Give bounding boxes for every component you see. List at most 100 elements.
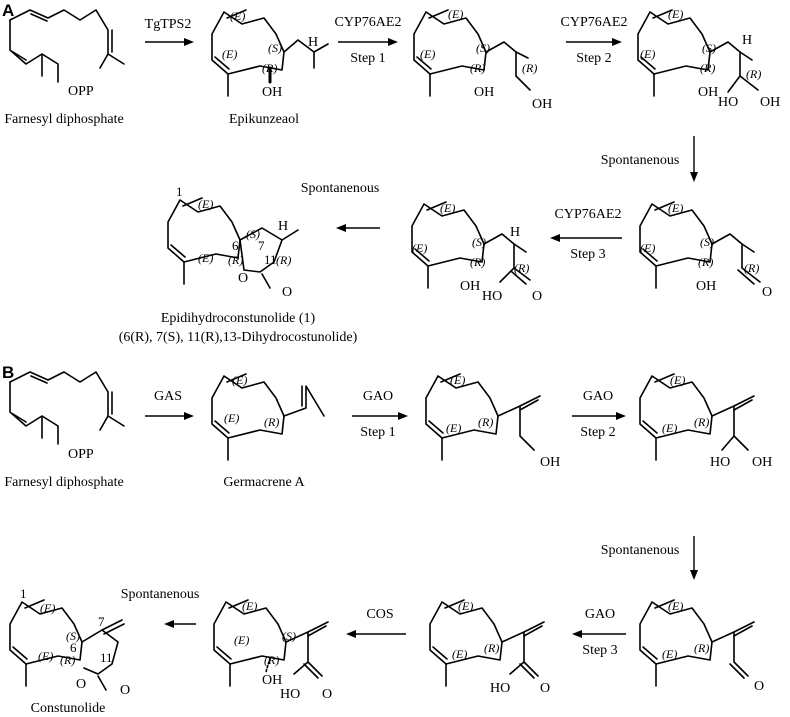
stereo-e: (E) xyxy=(230,9,245,23)
stereo-e: (E) xyxy=(452,647,467,661)
stereo-s: (S) xyxy=(268,41,282,55)
h-label: H xyxy=(742,33,752,48)
o-label: O xyxy=(762,285,772,300)
intermediate-a3-structure xyxy=(637,9,759,97)
ho-label: HO xyxy=(280,687,300,702)
h-label: H xyxy=(510,225,520,240)
o-label: O xyxy=(120,683,130,698)
stereo-s: (S) xyxy=(472,235,486,249)
panel-label-b: B xyxy=(2,363,14,382)
fpp-structure-a xyxy=(9,9,125,83)
arrow-a5-top: CYP76AE2 xyxy=(555,207,622,222)
o-label: O xyxy=(540,681,550,696)
ho-label: HO xyxy=(490,681,510,696)
oh-label: OH xyxy=(698,85,718,100)
arrow-b6-label: COS xyxy=(366,607,393,622)
intermediate-b6-structure xyxy=(213,599,329,687)
stereo-e: (E) xyxy=(640,47,655,61)
stereo-r: (R) xyxy=(470,255,485,269)
o-label: O xyxy=(282,285,292,300)
stereo-s: (S) xyxy=(702,41,716,55)
stereo-e: (E) xyxy=(458,599,473,613)
o-label: O xyxy=(322,687,332,702)
arrow-a2-top: CYP76AE2 xyxy=(335,15,402,30)
arrow-b1: GAS xyxy=(145,389,194,420)
arrow-b5-bottom: Step 3 xyxy=(582,643,617,658)
arrow-b3-top: GAO xyxy=(583,389,613,404)
intermediate-a5-structure xyxy=(411,201,531,289)
o-label: O xyxy=(238,271,248,286)
stereo-e: (E) xyxy=(412,241,427,255)
germacrene-a-structure xyxy=(211,373,325,461)
arrow-a5-bottom: Step 3 xyxy=(570,247,605,262)
stereo-r: (R) xyxy=(700,61,715,75)
oh-label: OH xyxy=(474,85,494,100)
oh-label: OH xyxy=(752,455,772,470)
arrow-a3: CYP76AE2 Step 2 xyxy=(561,15,628,66)
stereo-e: (E) xyxy=(38,649,53,663)
o-label: O xyxy=(76,677,86,692)
stereo-e: (E) xyxy=(670,373,685,387)
oh-label: OH xyxy=(262,85,282,100)
stereo-e: (E) xyxy=(222,47,237,61)
epikunzeaol-name: Epikunzeaol xyxy=(229,112,299,127)
arrow-a6-label: Spontanenous xyxy=(301,181,380,196)
stereo-e: (E) xyxy=(668,7,683,21)
arrow-b2-top: GAO xyxy=(363,389,393,404)
arrow-a2: CYP76AE2 Step 1 xyxy=(335,15,402,66)
stereo-s: (S) xyxy=(66,629,80,643)
oh-label: OH xyxy=(460,279,480,294)
arrow-a4: Spontanenous xyxy=(601,136,698,182)
stereo-e: (E) xyxy=(232,373,247,387)
ho-label: HO xyxy=(710,455,730,470)
stereo-e: (E) xyxy=(420,47,435,61)
arrow-b2: GAO Step 1 xyxy=(352,389,408,440)
intermediate-a2-structure xyxy=(413,9,531,97)
stereo-r: (R) xyxy=(228,253,243,267)
epidihydroconstunolide-name: Epidihydroconstunolide (1) xyxy=(161,311,316,326)
stereo-r: (R) xyxy=(264,415,279,429)
arrow-a3-bottom: Step 2 xyxy=(576,51,611,66)
stereo-s: (S) xyxy=(700,235,714,249)
arrow-a4-label: Spontanenous xyxy=(601,153,680,168)
ho-label: HO xyxy=(482,289,502,304)
arrow-a5: CYP76AE2 Step 3 xyxy=(550,207,622,262)
arrow-a6: Spontanenous xyxy=(301,181,380,232)
stereo-e: (E) xyxy=(668,599,683,613)
arrow-a2-bottom: Step 1 xyxy=(350,51,385,66)
epikunzeaol-structure xyxy=(211,9,329,97)
h-label: H xyxy=(308,35,318,50)
constunolide-structure xyxy=(9,599,125,691)
stereo-e: (E) xyxy=(450,373,465,387)
stereo-e: (E) xyxy=(40,601,55,615)
o-label: O xyxy=(754,679,764,694)
stereo-r: (R) xyxy=(744,261,759,275)
opp-label-a: OPP xyxy=(68,84,94,99)
oh-label: OH xyxy=(696,279,716,294)
carbon-11-label: 11 xyxy=(264,252,277,267)
opp-label-b: OPP xyxy=(68,447,94,462)
arrow-b6: COS xyxy=(346,607,406,638)
stereo-r: (R) xyxy=(60,653,75,667)
arrow-b2-bottom: Step 1 xyxy=(360,425,395,440)
fpp-name-b: Farnesyl diphosphate xyxy=(4,475,123,490)
stereo-e: (E) xyxy=(242,599,257,613)
arrow-a1: TgTPS2 xyxy=(145,17,194,46)
stereo-r: (R) xyxy=(522,61,537,75)
stereo-e: (E) xyxy=(234,633,249,647)
stereo-e: (E) xyxy=(662,647,677,661)
intermediate-b3-structure xyxy=(639,373,755,461)
carbon-1-label: 1 xyxy=(20,586,27,601)
o-label: O xyxy=(532,289,542,304)
arrow-b4: Spontanenous xyxy=(601,536,698,580)
stereo-e: (E) xyxy=(198,197,213,211)
intermediate-b2-structure xyxy=(425,373,541,461)
stereo-s: (S) xyxy=(282,629,296,643)
stereo-e: (E) xyxy=(448,7,463,21)
intermediate-b4-structure xyxy=(639,599,755,687)
stereo-e: (E) xyxy=(224,411,239,425)
oh-label: OH xyxy=(532,97,552,112)
intermediate-a4-structure xyxy=(639,201,761,289)
fpp-structure-b xyxy=(9,371,125,445)
epidihydroconstunolide-structure xyxy=(167,197,299,289)
